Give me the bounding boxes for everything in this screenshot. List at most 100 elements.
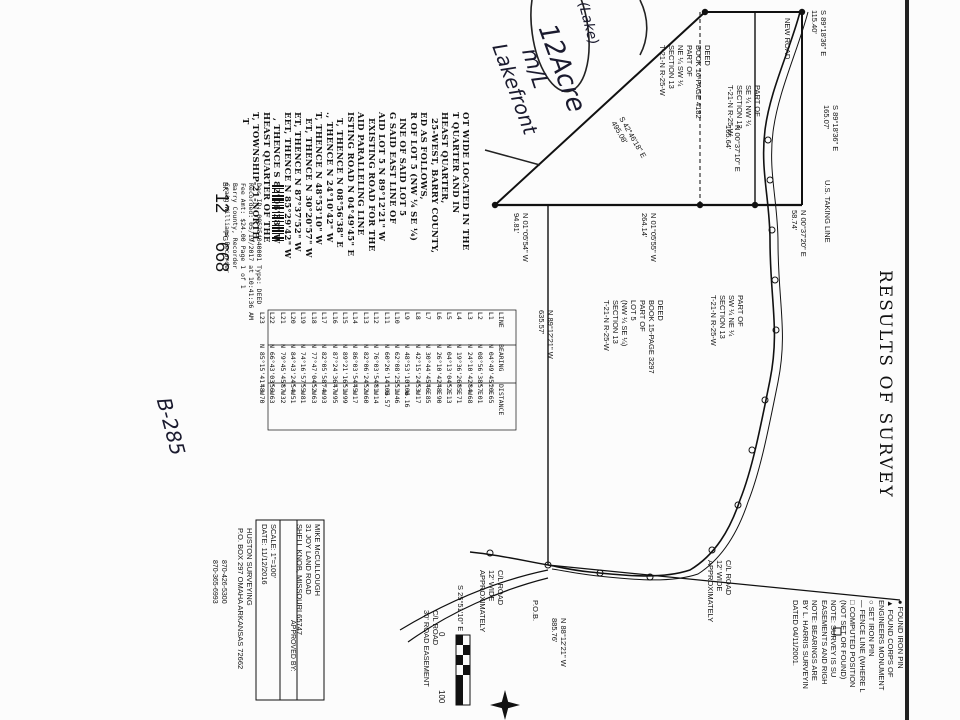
date-text: DATE: 11/12/2016: [260, 524, 269, 585]
scale-text: SCALE: 1"=100': [269, 524, 278, 578]
legal-line: , THENCE S 82°06'38" W: [271, 118, 281, 244]
legal-line: ., THENCE N 24°10'42" W: [323, 112, 334, 243]
legend-item: EASEMENTS AND RIGH: [820, 600, 829, 685]
legend-item: NOTE: SURVEY IS SU: [829, 600, 839, 678]
bk-label: BK: [221, 182, 228, 192]
recording-date: Recorded: 05/19/2017 at 10:41:36 AM: [247, 183, 255, 320]
parcel-label-line: T-21-N R-25-W: [602, 300, 611, 351]
parcel-label-line: PART OF: [736, 295, 745, 327]
recording-fee: Fee Amt: $24.00 Page 1 of 1: [239, 183, 247, 289]
legend-item: □ COMPUTED POSITION: [848, 600, 858, 688]
recording-doc: Doc ID: 005254040001 Type: DEED: [255, 183, 263, 305]
legal-line: 25-WEST, BARRY COUNTY,: [428, 118, 439, 254]
legal-line: ED AS FOLLOWS,: [418, 112, 428, 200]
road-easement-1: [399, 569, 549, 631]
parcel-label-line: SW ¼ NE ¼: [727, 295, 736, 337]
legend-item: BY L. HARRIS SURVEYIN: [801, 600, 810, 689]
parcel-label-line: PART OF: [638, 300, 647, 332]
legend: ● FOUND IRON PIN▲ FOUND CORPS OF ENGINEE…: [791, 600, 906, 693]
firm-address: P.O. BOX 297 OMAHA ARKANSAS 72662: [236, 528, 245, 670]
barcode: [272, 185, 284, 241]
survey-title: RESULTS OF SURVEY: [875, 270, 895, 499]
parcel-label-line: BOOK 16-PAGE 4182: [694, 45, 703, 119]
legend-item: (NOT SET OR FOUND): [839, 600, 848, 680]
scale-zero: 0: [437, 632, 446, 637]
approved-by: APPROVED BY:: [289, 620, 296, 672]
legal-line: AID LOT 5 N 89°12'21" W: [376, 112, 386, 242]
parcel-label-line: SECTION 13: [611, 300, 620, 344]
legal-line: OT WIDE LOCATED IN THE: [460, 112, 470, 251]
parcel-label-line: NE ¼ SW ¼: [676, 45, 685, 87]
pob-label: P.O.B.: [531, 600, 540, 622]
south-boundary-line: [547, 564, 901, 601]
handwritten-arc: [639, 0, 648, 56]
phone-2: 870-365-6993: [211, 560, 218, 604]
pg-label: PG: [221, 231, 228, 242]
client-name: MIKE McCULLOUGH: [313, 524, 322, 597]
legend-item: ▲ FOUND CORPS OF: [886, 600, 896, 678]
north-arrow: [490, 690, 520, 720]
parcel-label-line: LOT 5: [629, 300, 638, 321]
phone-block: 870-426-5300 870-365-6993: [210, 560, 228, 604]
line-distance: 48.70: [257, 384, 266, 404]
bearing-easement: S 25°51'10" E: [456, 585, 465, 632]
parcel-label-line: PART OF: [753, 85, 762, 117]
legal-line: ET, THENCE N 87°37'52" W: [292, 112, 302, 252]
road-edge-east: [551, 11, 809, 581]
legal-line: INE OF SAID LOT 5: [397, 118, 407, 217]
line-bearing: N 85°15'41" W: [257, 344, 266, 395]
legal-line: R OF LOT 5 (NW ¼ SE ¼): [407, 112, 418, 242]
scale-hundred: 100: [437, 690, 446, 704]
legend-item: NOTE: BEARINGS ARE: [810, 600, 820, 681]
line-table-row: L23 N 85°15'41" W48.70: [256, 312, 275, 428]
recording-county: Barry County, Recorder: [231, 183, 239, 270]
client-address2: SHELL KNOB, MISSOURI 65747: [295, 524, 304, 636]
legal-line: AID PARALLELING LINE: [355, 112, 365, 236]
firm-block: HUSTON SURVEYING P.O. BOX 297 OMAHA ARKA…: [236, 528, 254, 669]
pg-number: 668: [212, 242, 232, 273]
parcel-label-line: DEED: [656, 300, 665, 321]
legend-item: ● FOUND IRON PIN: [896, 600, 905, 669]
parcel-label-line: SE ¼ NW ¼: [744, 85, 753, 127]
parcel-label-line: (NW ¼ SE ¼): [620, 300, 629, 347]
legal-line: T, THENCE N 48°53'10" W: [313, 112, 323, 246]
road-segment-west: [469, 551, 549, 566]
legend-item: — FENCE LINE (WHERE L: [858, 600, 867, 693]
parcel-label-line: T-21-N R-25-W: [658, 45, 667, 96]
found-pins: [491, 8, 806, 209]
legal-line: T, THENCE N 08°56'38" E: [334, 118, 344, 248]
legal-line: T QUARTER AND IN: [449, 112, 460, 214]
handwritten-circle: [530, 0, 590, 93]
title-block: [255, 519, 325, 701]
parcel-label-line: DEED: [703, 45, 712, 66]
line-id: L23: [257, 312, 266, 324]
client-block: MIKE McCULLOUGH 31 JOY LAND ROAD SHELL K…: [295, 524, 322, 635]
parcel-label-line: SECTION 13: [667, 45, 676, 89]
firm-name: HUSTON SURVEYING: [245, 528, 254, 606]
iron-pins: [486, 136, 780, 581]
road-centerline-east: [547, 11, 801, 577]
parcel-label-line: PART OF: [685, 45, 694, 77]
legal-line: T: [239, 118, 250, 125]
bk-number: 12: [212, 193, 232, 214]
legal-line: EXISTING ROAD FOR THE: [365, 118, 376, 252]
legend-square: [833, 627, 842, 636]
us-taking-line-label: U.S. TAKING LINE: [823, 180, 832, 243]
phone-1: 870-426-5300: [220, 560, 227, 604]
legend-item: ENGINEERS MONUMENT: [877, 600, 886, 691]
scale-date-block: SCALE: 1"=100' DATE: 11/12/2016: [260, 524, 278, 585]
